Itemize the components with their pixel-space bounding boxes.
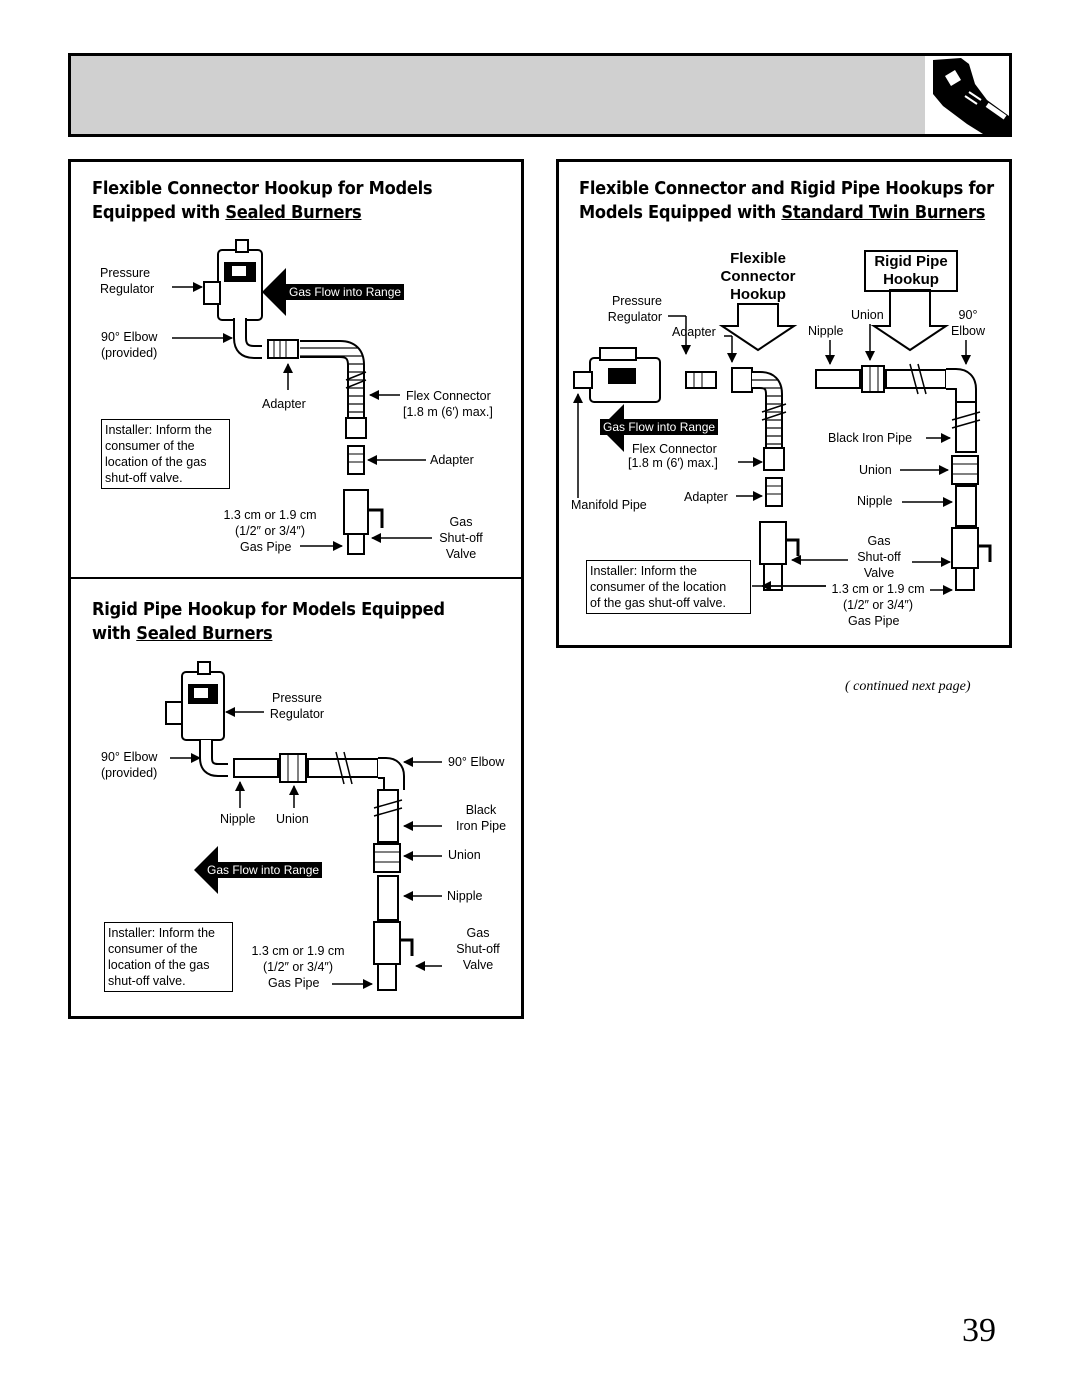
p1-gas-flow-label: Gas Flow into Range	[286, 284, 405, 300]
p2-black-iron-label: Black Iron Pipe	[455, 803, 507, 833]
p3-valve-label: Gas Shut-off Valve	[857, 534, 901, 580]
panel2-title-underlined: Sealed Burners	[136, 624, 273, 644]
p2-elbow-90-label: 90° Elbow	[448, 755, 505, 769]
panel1-title-underlined: Sealed Burners	[225, 203, 362, 223]
left-panel	[68, 159, 524, 1019]
p1-pressure-regulator-label: Pressure Regulator	[100, 266, 155, 296]
header-bar	[68, 53, 1012, 137]
p3-manifold-label: Manifold Pipe	[571, 498, 647, 512]
p3-union-label: Union	[851, 308, 884, 322]
p3-elbow-label: 90° Elbow	[950, 308, 986, 338]
panel2-title: Rigid Pipe Hookup for Models Equipped wi…	[92, 598, 445, 646]
p3-gas-pipe-label: Gas Pipe	[848, 614, 900, 628]
panel3-title-prefix: Models Equipped with	[579, 203, 782, 223]
continued-next-page: ( continued next page)	[845, 679, 971, 694]
panel3-title: Flexible Connector and Rigid Pipe Hookup…	[579, 177, 994, 225]
p3-installer-note: Installer: Inform the consumer of the lo…	[586, 560, 751, 614]
page-number: 39	[962, 1312, 996, 1349]
p3-nipple-lower-label: Nipple	[857, 494, 893, 508]
p2-valve-label: Gas Shut-off Valve	[456, 926, 500, 972]
p2-elbow-label: 90° Elbow (provided)	[101, 750, 158, 780]
panel1-title: Flexible Connector Hookup for Models Equ…	[92, 177, 433, 225]
panel2-title-line2: with Sealed Burners	[92, 622, 445, 646]
p3-nipple-label: Nipple	[808, 324, 844, 338]
p3-adapter-bottom-label: Adapter	[684, 490, 728, 504]
panel1-title-prefix: Equipped with	[92, 203, 226, 223]
panel1-title-line2: Equipped with Sealed Burners	[92, 201, 432, 225]
p2-pipe-size-label: 1.3 cm or 1.9 cm (1/2″ or 3/4″)	[251, 944, 345, 974]
p2-nipple-label: Nipple	[220, 812, 256, 826]
p1-elbow-label: 90° Elbow (provided)	[101, 330, 158, 360]
p2-nipple-lower-label: Nipple	[447, 889, 483, 903]
panel2-title-prefix: with	[92, 624, 137, 644]
p1-installer-note: Installer: Inform the consumer of the lo…	[101, 419, 230, 489]
p3-flex-max-label: [1.8 m (6′) max.]	[628, 456, 718, 470]
left-panel-divider	[70, 577, 522, 579]
p1-adapter-bottom-label: Adapter	[430, 453, 474, 467]
rigid-pipe-hookup-label: Rigid Pipe Hookup	[864, 250, 958, 292]
p3-union-lower-label: Union	[859, 463, 892, 477]
p3-pipe-size-label: 1.3 cm or 1.9 cm (1/2″ or 3/4″)	[831, 582, 925, 612]
p2-installer-note: Installer: Inform the consumer of the lo…	[104, 922, 233, 992]
p2-gas-pipe-label: Gas Pipe	[268, 976, 320, 990]
panel1-title-line1: Flexible Connector Hookup for Models	[92, 179, 433, 199]
p3-black-iron-label: Black Iron Pipe	[828, 431, 913, 445]
panel3-title-line1: Flexible Connector and Rigid Pipe Hookup…	[579, 179, 994, 199]
p2-gas-flow-label: Gas Flow into Range	[204, 862, 323, 878]
hand-screwdriver-icon	[925, 56, 1009, 134]
panel2-title-line1: Rigid Pipe Hookup for Models Equipped	[92, 600, 445, 620]
p1-gas-pipe-label: Gas Pipe	[240, 540, 292, 554]
p2-pressure-regulator-label: Pressure Regulator	[269, 691, 325, 721]
p1-adapter-top-label: Adapter	[262, 397, 306, 411]
p1-flex-connector-label: Flex Connector	[406, 389, 491, 403]
p2-union-lower-label: Union	[448, 848, 481, 862]
panel3-title-line2: Models Equipped with Standard Twin Burne…	[579, 201, 994, 225]
p3-pressure-regulator-label: Pressure Regulator	[607, 294, 662, 324]
p2-union-label: Union	[276, 812, 309, 826]
p3-gas-flow-label: Gas Flow into Range	[600, 419, 719, 435]
p1-flex-max-label: [1.8 m (6′) max.]	[403, 405, 493, 419]
p1-pipe-size-label: 1.3 cm or 1.9 cm (1/2″ or 3/4″)	[223, 508, 317, 538]
p3-adapter-top-label: Adapter	[672, 325, 716, 339]
p1-valve-label: Gas Shut-off Valve	[439, 515, 483, 561]
flexible-connector-hookup-label: Flexible Connector Hookup	[720, 250, 796, 303]
panel3-title-underlined: Standard Twin Burners	[781, 203, 986, 223]
p3-flex-connector-label: Flex Connector	[632, 442, 717, 456]
